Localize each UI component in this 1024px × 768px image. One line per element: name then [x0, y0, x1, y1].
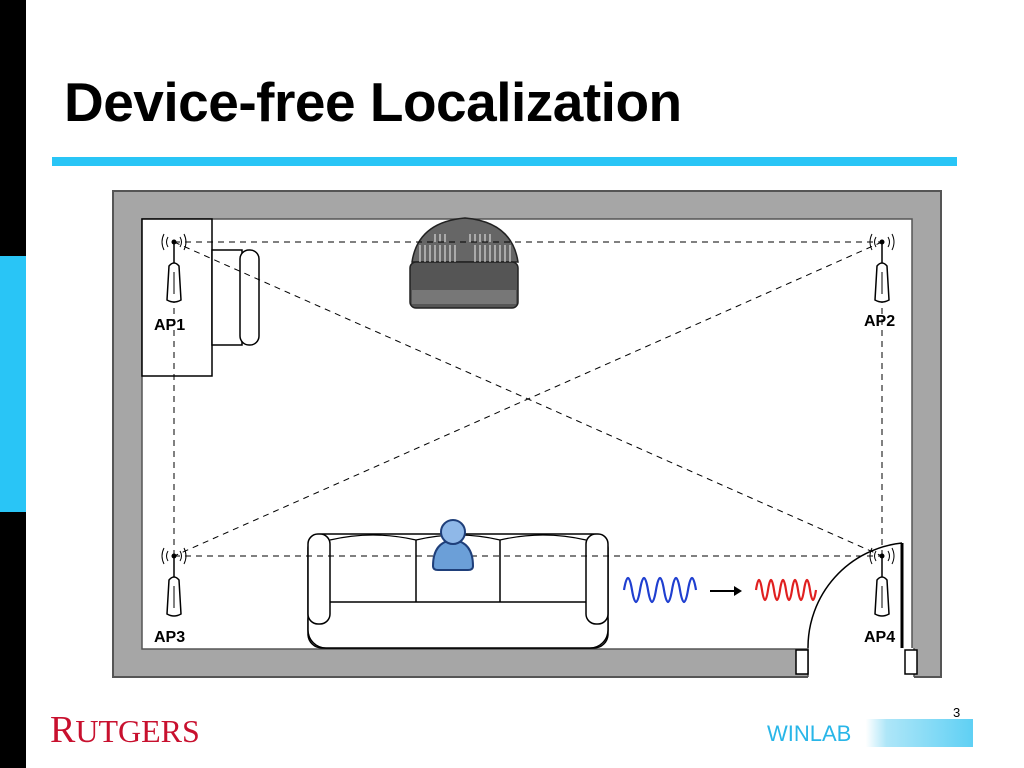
signal-before-icon: [622, 576, 698, 604]
ap3-label: AP3: [154, 629, 185, 646]
signal-after-icon: [754, 578, 818, 602]
title-underline: [52, 157, 957, 166]
rutgers-logo: RUTGERS: [50, 708, 200, 752]
ap4-label: AP4: [864, 629, 895, 646]
slide-title: Device-free Localization: [64, 71, 682, 133]
ap2-antenna-icon: [869, 233, 895, 303]
ap-links: [173, 241, 883, 557]
sofa: [307, 533, 609, 649]
door: [807, 542, 904, 649]
logo-rest: UTGERS: [75, 713, 200, 749]
logo-initial: R: [50, 709, 76, 751]
ap1-label: AP1: [154, 317, 185, 334]
ap3-antenna-icon: [161, 547, 187, 617]
person-icon: [431, 519, 475, 571]
ap1-antenna-icon: [161, 233, 187, 303]
ap4-antenna-icon: [869, 547, 895, 617]
tv-stand: [409, 217, 519, 309]
ap2-label: AP2: [864, 313, 895, 330]
arrow-right-icon: [710, 586, 742, 596]
left-accent-bar: [0, 256, 26, 512]
winlab-text: WINLAB: [767, 721, 852, 746]
page-number: 3: [953, 705, 961, 720]
winlab-logo: WINLAB: [767, 719, 973, 747]
